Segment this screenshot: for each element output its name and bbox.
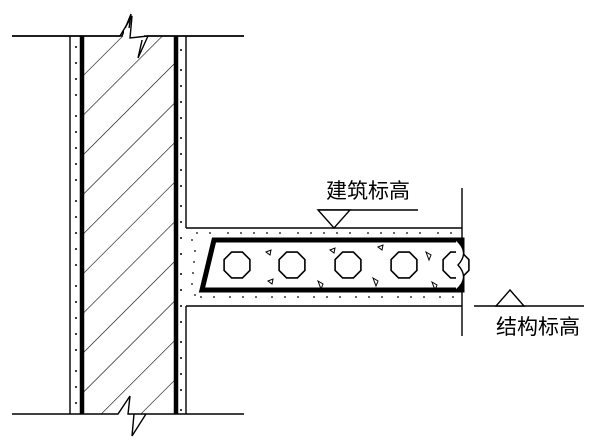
- plaster-dots: [75, 46, 182, 411]
- hollow-core-slab: [191, 232, 470, 298]
- structural-elevation-marker: 结构标高: [474, 288, 584, 339]
- bottom-break-line: [12, 395, 244, 437]
- masonry-wall: [69, 36, 187, 414]
- architectural-elevation-marker: 建筑标高: [316, 179, 418, 230]
- elevation-triangle-icon: [494, 288, 526, 307]
- slab-aggregate: [264, 244, 438, 292]
- structural-elevation-label: 结构标高: [496, 315, 580, 339]
- architectural-elevation-label: 建筑标高: [326, 179, 410, 203]
- slab-break-mark: [455, 239, 465, 291]
- wall-hatch: [84, 36, 174, 414]
- top-break-line: [12, 13, 244, 59]
- elevation-triangle-icon: [316, 209, 352, 230]
- screed-dots: [191, 232, 454, 298]
